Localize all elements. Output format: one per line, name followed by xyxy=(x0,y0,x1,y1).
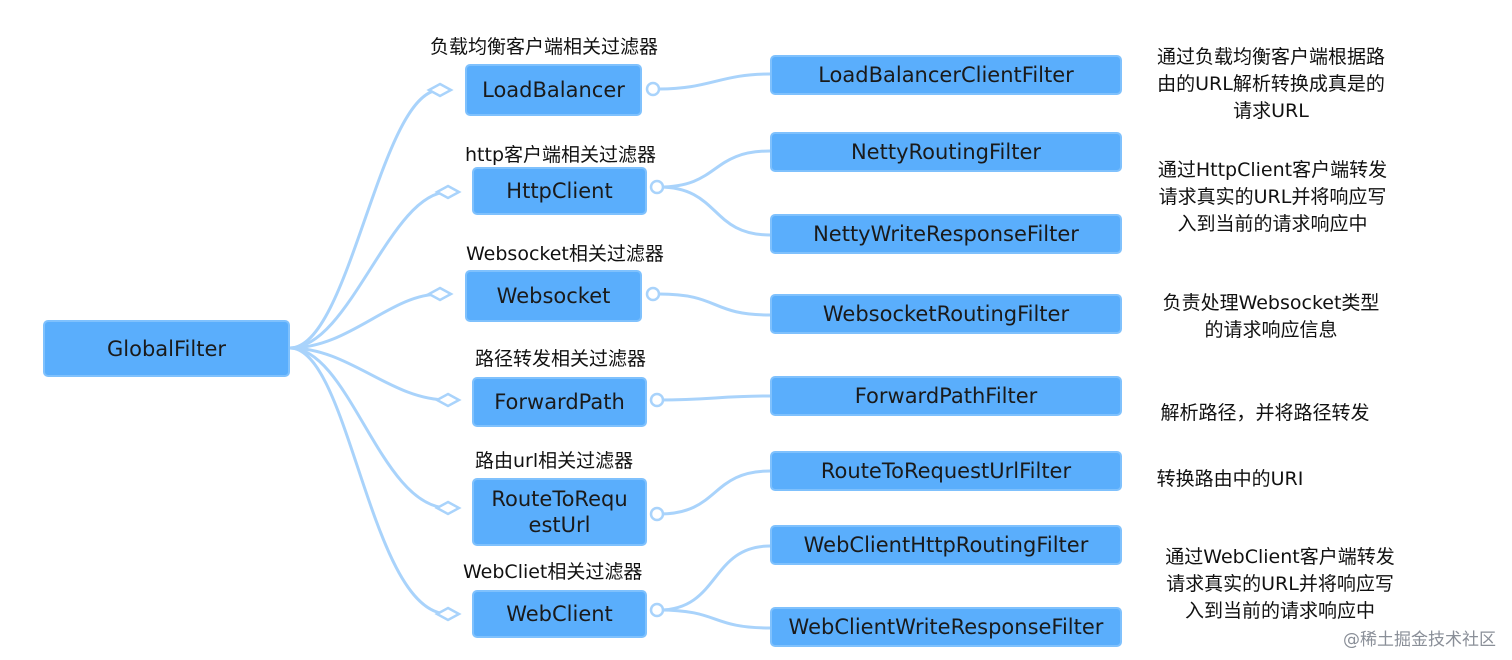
desc-forwardpath: 解析路径，并将路径转发 xyxy=(1140,400,1390,427)
node-line: estUrl xyxy=(528,513,591,537)
caption-loadbalancer: 负载均衡客户端相关过滤器 xyxy=(430,36,659,58)
desc-routetorequesturl: 转换路由中的URI xyxy=(1140,466,1320,493)
node-line: RouteToRequ xyxy=(491,487,628,511)
desc-loadbalancer: 通过负载均衡客户端根据路 由的URL解析转换成真是的 请求URL xyxy=(1140,44,1402,125)
filter-forwardpathfilter: ForwardPathFilter xyxy=(770,376,1122,416)
desc-line: 通过负载均衡客户端根据路 xyxy=(1156,46,1385,68)
watermark: @稀土掘金技术社区 xyxy=(1343,630,1496,650)
desc-httpclient: 通过HttpClient客户端转发 请求真实的URL并将响应写 入到当前的请求响… xyxy=(1140,157,1405,238)
desc-line: 请求真实的URL并将响应写 xyxy=(1166,573,1394,595)
desc-line: 转换路由中的URI xyxy=(1156,468,1304,490)
desc-webclient: 通过WebClient客户端转发 请求真实的URL并将响应写 入到当前的请求响应… xyxy=(1140,544,1420,625)
node-forwardpath: ForwardPath xyxy=(472,377,647,427)
filter-websocketroutingfilter: WebsocketRoutingFilter xyxy=(770,294,1122,334)
node-httpclient: HttpClient xyxy=(472,167,647,215)
caption-websocket: Websocket相关过滤器 xyxy=(466,243,664,265)
filter-routetorequesturlfilter: RouteToRequestUrlFilter xyxy=(770,451,1122,491)
node-routetorequesturl: RouteToRequ estUrl xyxy=(472,478,647,546)
filter-webclientwriteresponsefilter: WebClientWriteResponseFilter xyxy=(770,607,1122,647)
node-webclient: WebClient xyxy=(472,590,647,638)
filter-loadbalancerclientfilter: LoadBalancerClientFilter xyxy=(770,55,1122,95)
desc-line: 由的URL解析转换成真是的 xyxy=(1157,73,1385,95)
root-node-globalfilter: GlobalFilter xyxy=(43,320,290,377)
filter-nettywriteresponsefilter: NettyWriteResponseFilter xyxy=(770,214,1122,254)
caption-httpclient: http客户端相关过滤器 xyxy=(465,144,657,166)
desc-line: 请求URL xyxy=(1233,100,1309,122)
desc-line: 的请求响应信息 xyxy=(1204,319,1338,341)
desc-websocket: 负责处理Websocket类型 的请求响应信息 xyxy=(1140,290,1402,344)
caption-routetorequesturl: 路由url相关过滤器 xyxy=(475,450,634,472)
desc-line: 通过HttpClient客户端转发 xyxy=(1157,159,1388,181)
desc-line: 负责处理Websocket类型 xyxy=(1162,292,1380,314)
node-websocket: Websocket xyxy=(465,270,642,322)
desc-line: 解析路径，并将路径转发 xyxy=(1160,402,1370,424)
filter-nettyroutingfilter: NettyRoutingFilter xyxy=(770,132,1122,172)
caption-webclient: WebCliet相关过滤器 xyxy=(463,561,643,583)
filter-webclienthttproutingfilter: WebClientHttpRoutingFilter xyxy=(770,525,1122,565)
desc-line: 入到当前的请求响应中 xyxy=(1184,600,1375,622)
node-loadbalancer: LoadBalancer xyxy=(465,64,642,116)
caption-forwardpath: 路径转发相关过滤器 xyxy=(475,348,647,370)
desc-line: 入到当前的请求响应中 xyxy=(1177,213,1368,235)
desc-line: 请求真实的URL并将响应写 xyxy=(1158,186,1387,208)
desc-line: 通过WebClient客户端转发 xyxy=(1165,546,1395,568)
